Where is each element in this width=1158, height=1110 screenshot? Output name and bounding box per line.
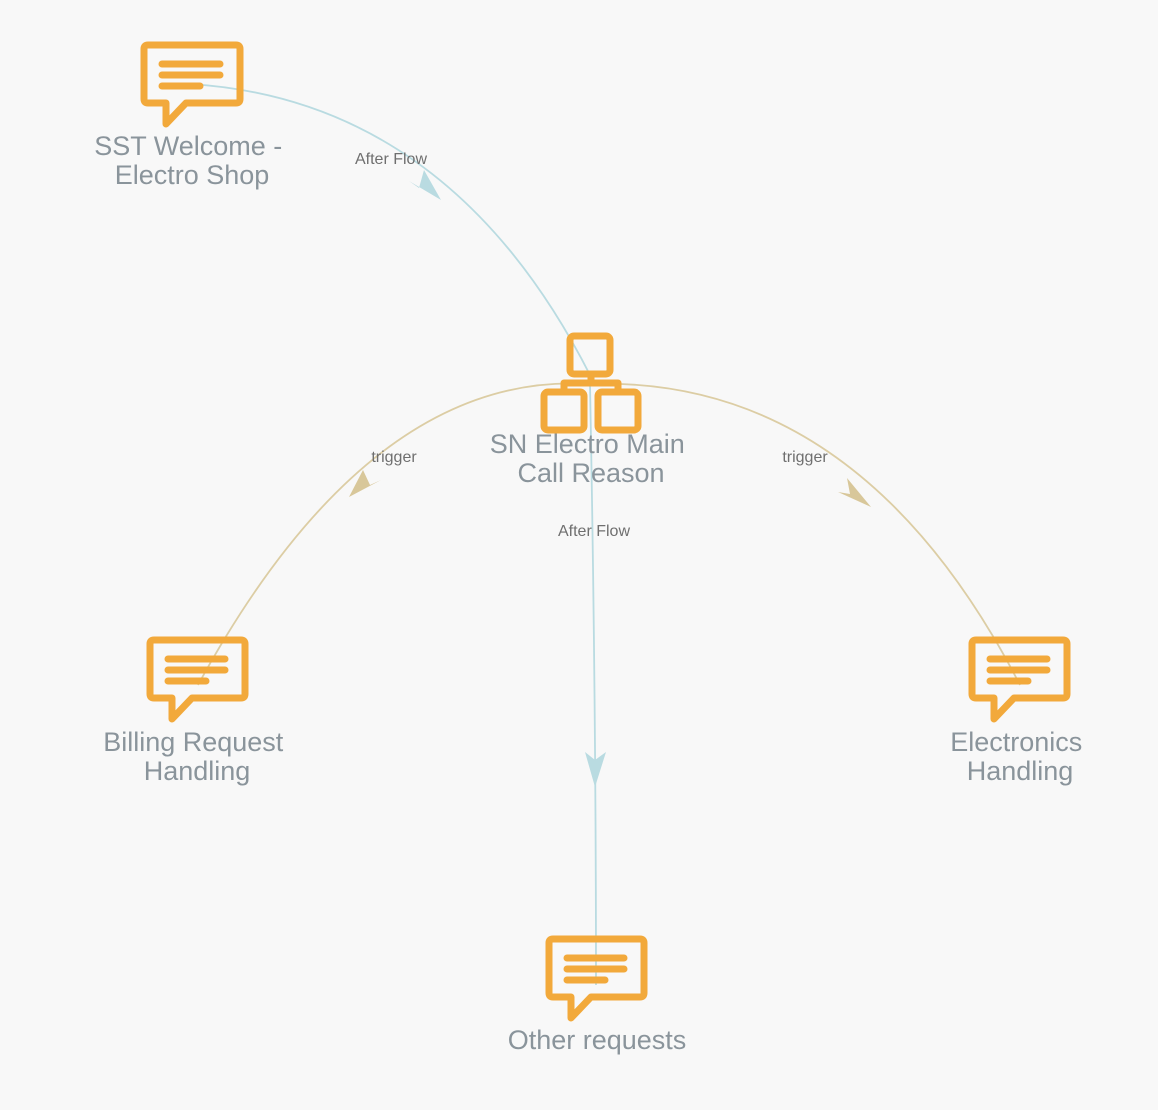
edge-label: trigger: [782, 449, 828, 466]
flow-hierarchy-icon: [540, 332, 642, 434]
arrow-head-icon: [409, 170, 441, 200]
speech-bubble-icon: [968, 636, 1071, 723]
node-label: Billing Request Handling: [103, 727, 291, 786]
edge-welcome-to-main[interactable]: After Flow: [189, 83, 591, 376]
arrow-head-icon: [838, 478, 871, 507]
speech-bubble-icon: [545, 935, 648, 1022]
arrow-head-icon: [349, 470, 381, 497]
node-label: SN Electro Main Call Reason: [490, 429, 693, 488]
node-electronics-handling[interactable]: Electronics Handling: [950, 636, 1090, 786]
node-sst-welcome[interactable]: SST Welcome - Electro Shop: [94, 41, 290, 190]
node-label: Electronics Handling: [950, 727, 1090, 786]
speech-bubble-icon: [140, 41, 244, 128]
node-sn-electro-main[interactable]: SN Electro Main Call Reason: [490, 332, 693, 488]
edge-label: trigger: [371, 449, 417, 466]
node-billing-request[interactable]: Billing Request Handling: [103, 636, 291, 786]
arrow-head-icon: [585, 752, 606, 787]
node-other-requests[interactable]: Other requests: [508, 935, 687, 1055]
edge-main-to-billing[interactable]: trigger: [197, 382, 591, 686]
speech-bubble-icon: [146, 636, 249, 723]
edge-main-to-other[interactable]: After Flow: [558, 383, 630, 986]
edge-label: After Flow: [558, 523, 630, 540]
node-label: SST Welcome - Electro Shop: [94, 131, 290, 190]
edge-label: After Flow: [355, 151, 427, 168]
node-label: Other requests: [508, 1025, 687, 1055]
edge-main-to-electronics[interactable]: trigger: [589, 382, 1021, 686]
